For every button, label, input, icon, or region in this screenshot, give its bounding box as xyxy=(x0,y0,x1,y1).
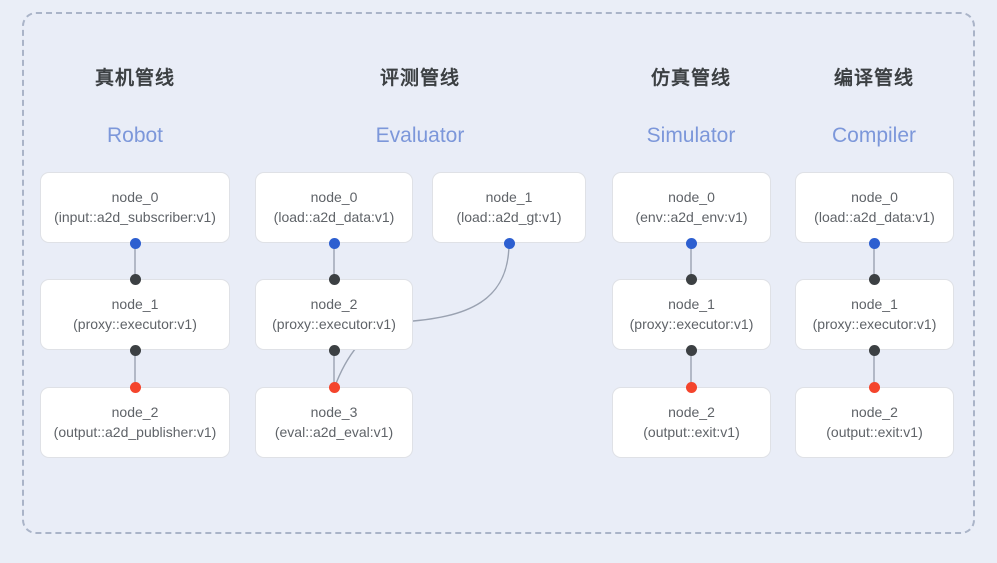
node-id: node_2 xyxy=(310,296,358,312)
node-type: (input::a2d_subscriber:v1) xyxy=(54,209,216,225)
port-input-compiler-2[interactable] xyxy=(868,381,880,393)
column-title-en-compiler: Compiler xyxy=(831,124,917,147)
node-card-evaluator-gt[interactable]: node_1 (load::a2d_gt:v1) xyxy=(432,172,586,243)
node-type: (output::a2d_publisher:v1) xyxy=(53,424,217,440)
node-id: node_0 xyxy=(668,189,715,205)
column-title-cn-simulator: 仿真管线 xyxy=(650,68,731,89)
column-title-en-robot: Robot xyxy=(106,124,164,147)
node-id: node_0 xyxy=(851,189,898,205)
port-output-evaluator-2[interactable] xyxy=(328,344,340,356)
node-type: (proxy::executor:v1) xyxy=(73,316,197,332)
node-type: (proxy::executor:v1) xyxy=(272,316,396,332)
node-id: node_1 xyxy=(485,189,533,205)
column-title-en-simulator: Simulator xyxy=(646,124,736,147)
node-id: node_1 xyxy=(111,296,159,312)
node-card-robot-1[interactable]: node_1 (proxy::executor:v1) xyxy=(40,279,230,350)
node-id: node_3 xyxy=(310,404,358,420)
column-title-cn-compiler: 编译管线 xyxy=(833,68,914,89)
node-id: node_1 xyxy=(851,296,898,312)
node-type: (output::exit:v1) xyxy=(643,424,740,440)
node-type: (eval::a2d_eval:v1) xyxy=(274,424,394,440)
node-id: node_2 xyxy=(851,404,898,420)
node-card-robot-0[interactable]: node_0 (input::a2d_subscriber:v1) xyxy=(40,172,230,243)
port-input-compiler-1[interactable] xyxy=(868,273,880,285)
column-title-cn-evaluator: 评测管线 xyxy=(379,68,460,89)
port-input-evaluator-0[interactable] xyxy=(328,237,340,249)
node-card-simulator-2[interactable]: node_2 (output::exit:v1) xyxy=(612,387,771,458)
node-card-simulator-0[interactable]: node_0 (env::a2d_env:v1) xyxy=(612,172,771,243)
port-input-robot-1[interactable] xyxy=(129,273,141,285)
node-card-evaluator-3[interactable]: node_3 (eval::a2d_eval:v1) xyxy=(255,387,413,458)
column-title-en-evaluator: Evaluator xyxy=(375,124,465,147)
port-input-simulator-2[interactable] xyxy=(685,381,697,393)
port-input-evaluator-gt[interactable] xyxy=(503,237,515,249)
port-input-evaluator-2[interactable] xyxy=(328,273,340,285)
port-output-robot-1[interactable] xyxy=(129,344,141,356)
port-input-simulator-1[interactable] xyxy=(685,273,697,285)
node-type: (env::a2d_env:v1) xyxy=(635,209,748,225)
node-id: node_0 xyxy=(111,189,159,205)
node-type: (load::a2d_gt:v1) xyxy=(456,209,562,225)
node-card-robot-2[interactable]: node_2 (output::a2d_publisher:v1) xyxy=(40,387,230,458)
node-card-simulator-1[interactable]: node_1 (proxy::executor:v1) xyxy=(612,279,771,350)
node-card-compiler-1[interactable]: node_1 (proxy::executor:v1) xyxy=(795,279,954,350)
port-input-robot-2[interactable] xyxy=(129,381,141,393)
port-output-simulator-1[interactable] xyxy=(685,344,697,356)
node-id: node_2 xyxy=(668,404,715,420)
node-card-compiler-0[interactable]: node_0 (load::a2d_data:v1) xyxy=(795,172,954,243)
node-card-evaluator-0[interactable]: node_0 (load::a2d_data:v1) xyxy=(255,172,413,243)
port-input-robot-0[interactable] xyxy=(129,237,141,249)
node-id: node_1 xyxy=(668,296,715,312)
port-input-evaluator-3[interactable] xyxy=(328,381,340,393)
port-input-simulator-0[interactable] xyxy=(685,237,697,249)
node-card-evaluator-2[interactable]: node_2 (proxy::executor:v1) xyxy=(255,279,413,350)
node-card-compiler-2[interactable]: node_2 (output::exit:v1) xyxy=(795,387,954,458)
node-type: (load::a2d_data:v1) xyxy=(814,209,935,225)
node-id: node_0 xyxy=(310,189,358,205)
node-type: (proxy::executor:v1) xyxy=(812,316,937,332)
port-output-compiler-1[interactable] xyxy=(868,344,880,356)
node-type: (proxy::executor:v1) xyxy=(629,316,754,332)
node-type: (output::exit:v1) xyxy=(826,424,923,440)
port-input-compiler-0[interactable] xyxy=(868,237,880,249)
column-title-cn-robot: 真机管线 xyxy=(94,68,175,89)
node-type: (load::a2d_data:v1) xyxy=(273,209,395,225)
node-id: node_2 xyxy=(111,404,159,420)
